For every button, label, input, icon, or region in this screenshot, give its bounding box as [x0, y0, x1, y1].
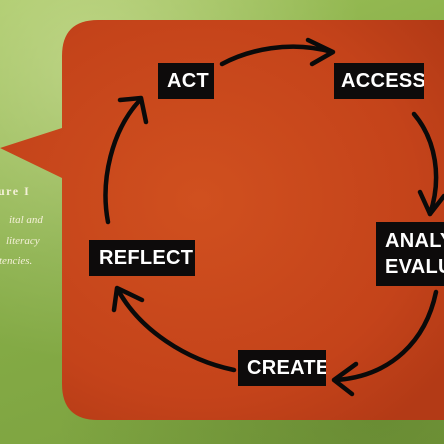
- cycle-step-act: ACT: [158, 63, 214, 99]
- cycle-step-access: ACCESS: [334, 63, 424, 99]
- figure-caption-line: ital and: [9, 214, 43, 226]
- figure-caption-line: literacy: [6, 235, 40, 247]
- cycle-step-access-label: ACCESS: [341, 70, 424, 92]
- cycle-step-analyze-label: ANALY: [385, 230, 444, 252]
- cycle-step-analyze-evaluate: ANALY EVALU: [376, 222, 444, 286]
- figure-caption-line: tencies.: [0, 255, 33, 267]
- cycle-step-evaluate-label: EVALU: [385, 256, 444, 278]
- cycle-step-create: CREATE: [238, 350, 326, 386]
- cycle-step-reflect-label: REFLECT: [99, 247, 194, 269]
- cycle-step-create-label: CREATE: [247, 357, 326, 379]
- cycle-step-act-label: ACT: [167, 70, 210, 92]
- cycle-step-reflect: REFLECT: [89, 240, 195, 276]
- figure-caption-title: ure I: [0, 184, 31, 198]
